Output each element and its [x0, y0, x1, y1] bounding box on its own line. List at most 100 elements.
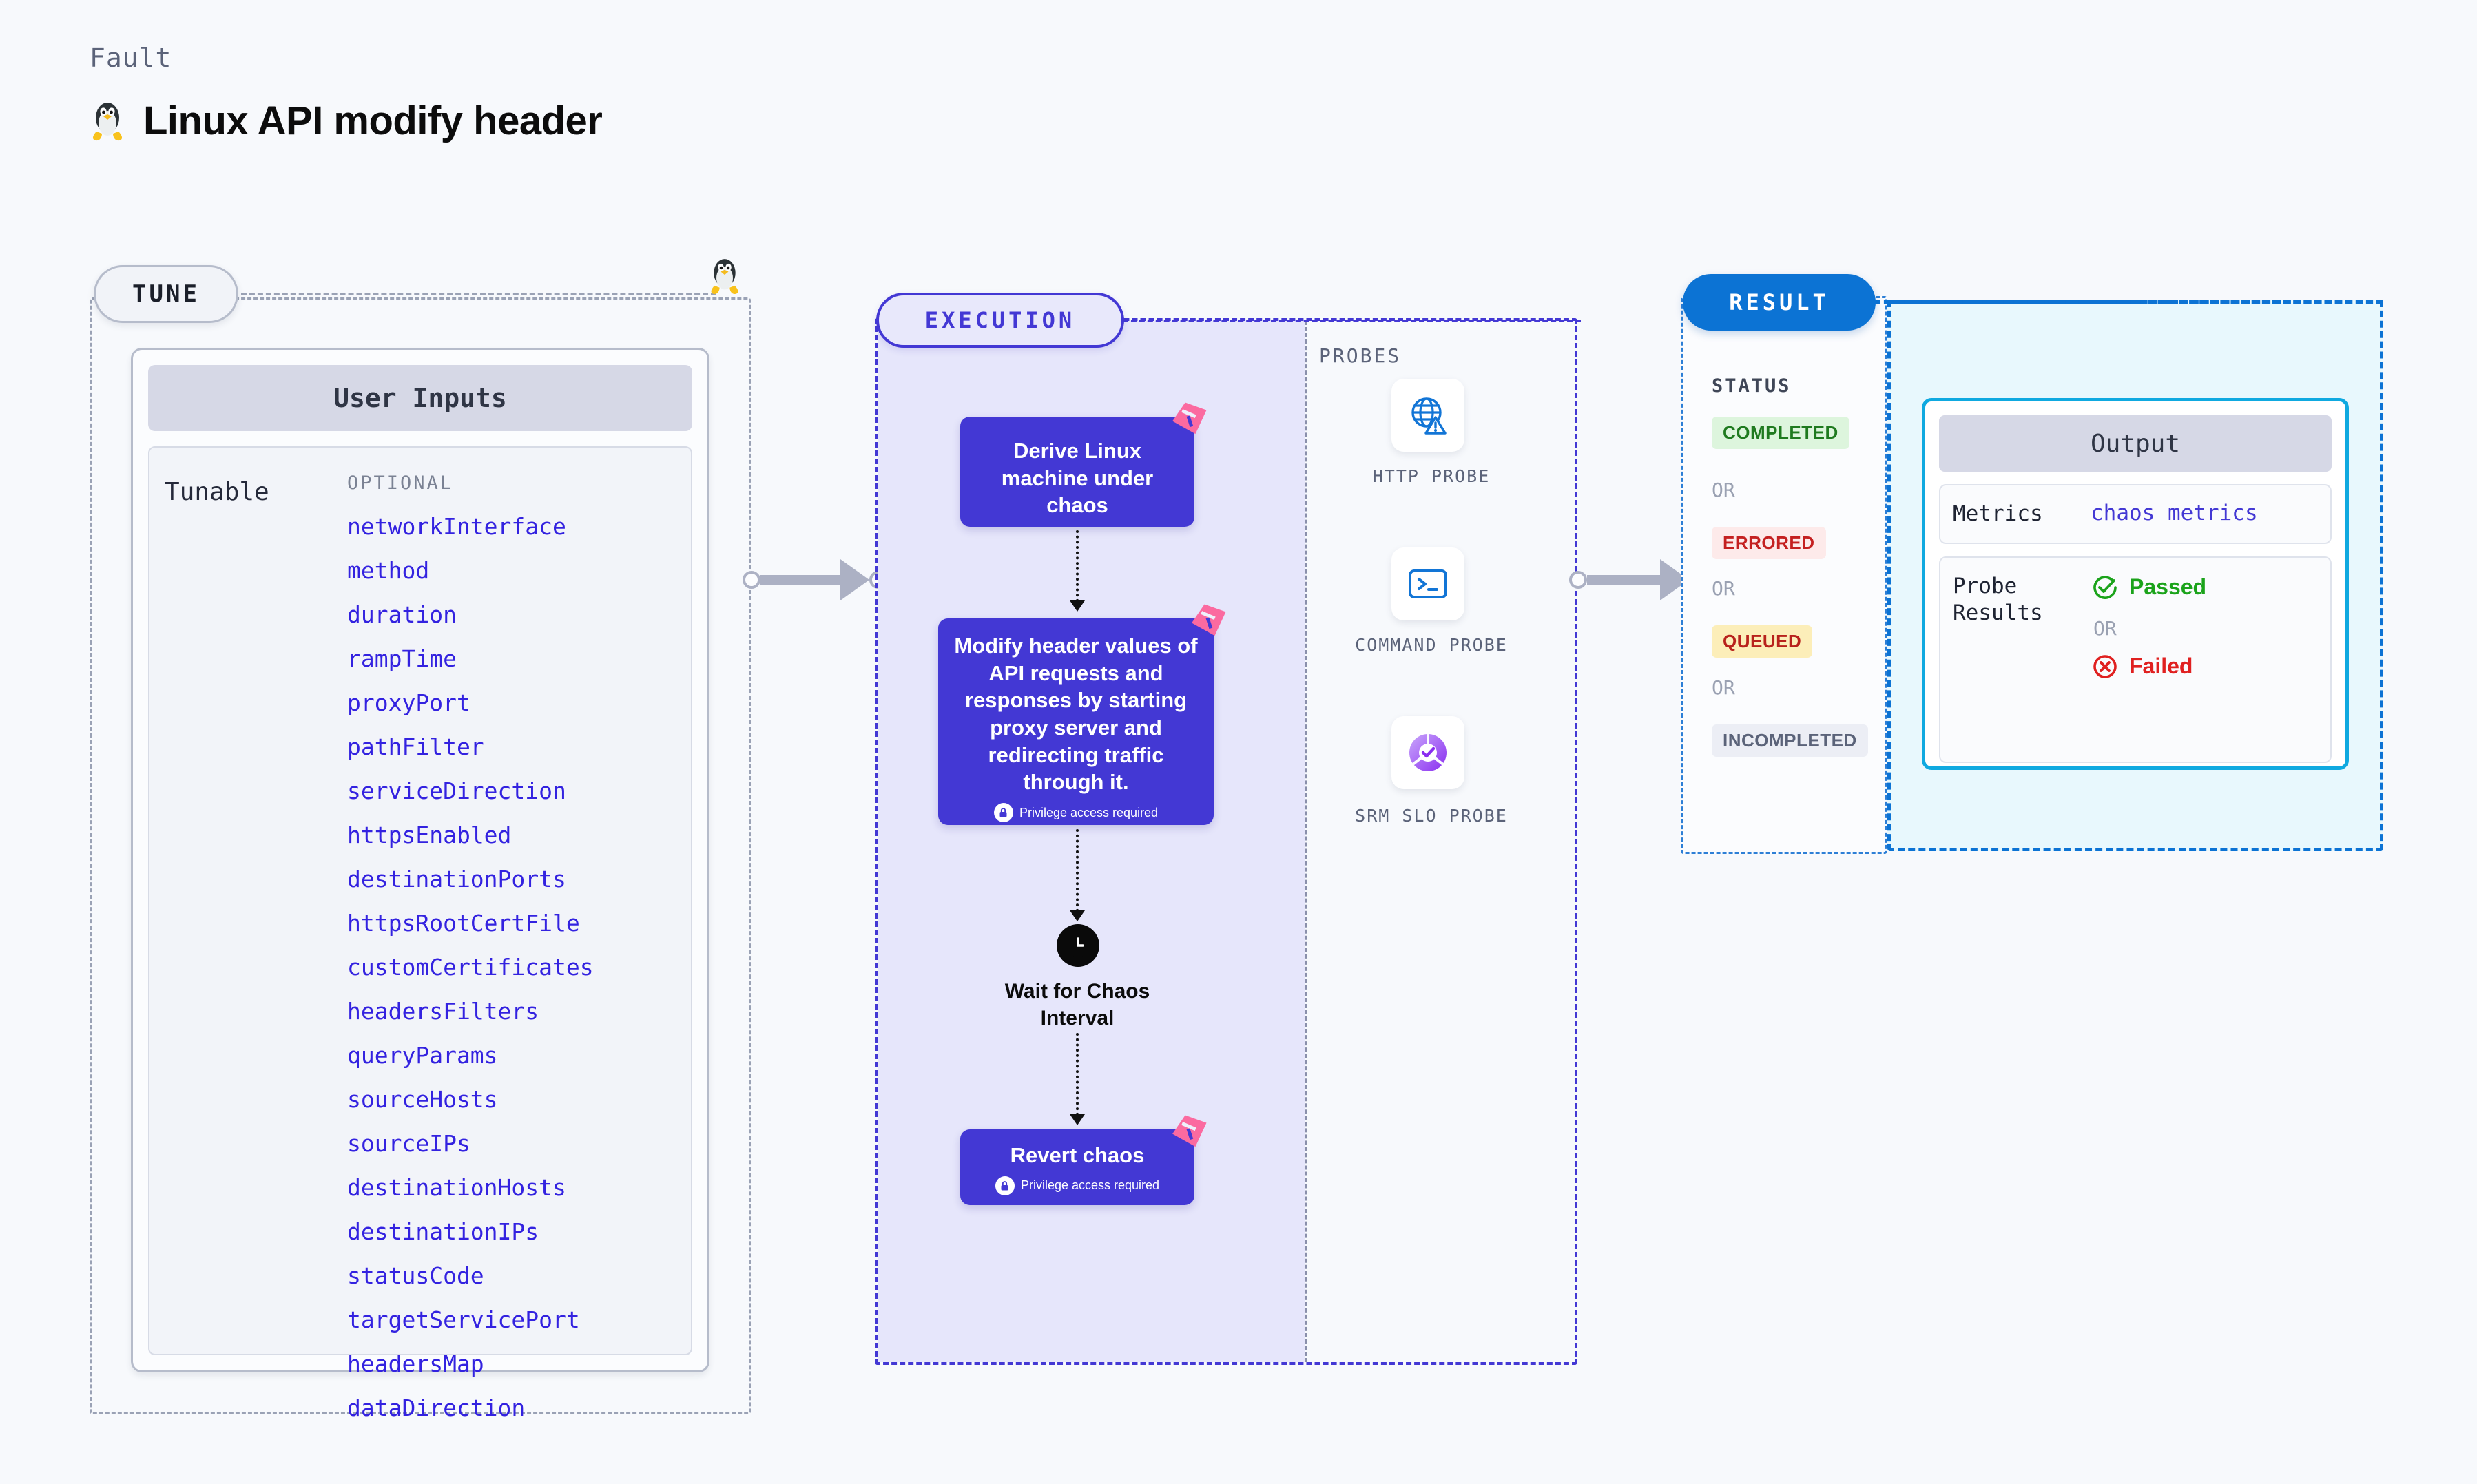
probe-result-failed: Failed	[2091, 652, 2206, 681]
x-circle-icon	[2093, 654, 2117, 678]
probe-results-label: Probe Results	[1953, 573, 2043, 625]
tune-panel	[90, 297, 751, 1414]
output-title: Output	[2090, 429, 2181, 458]
connector-bar	[1587, 575, 1661, 585]
connector-bar	[760, 575, 842, 585]
connector-start-node	[1569, 571, 1587, 589]
tunable-item[interactable]: serviceDirection	[347, 777, 566, 804]
tunable-item[interactable]: headersFilters	[347, 998, 539, 1025]
probe-http-tile[interactable]	[1391, 379, 1464, 452]
passed-label: Passed	[2129, 574, 2207, 600]
chaos-ribbon-icon	[1192, 604, 1226, 636]
step-revert-title: Revert chaos	[1010, 1143, 1145, 1167]
step-modify-title: Modify header values of API requests and…	[954, 634, 1198, 795]
step-wait-title: Wait for Chaos Interval	[1004, 980, 1150, 1030]
step-revert-privilege-text: Privilege access required	[1020, 1178, 1160, 1193]
linux-penguin-icon	[90, 100, 125, 143]
status-badge-queued: QUEUED	[1712, 625, 1813, 658]
tunable-values-list: OPTIONAL networkInterface method duratio…	[347, 472, 678, 1421]
result-panel	[1681, 296, 1887, 854]
step-derive-title: Derive Linux machine under chaos	[1001, 439, 1154, 518]
tunable-item[interactable]: statusCode	[347, 1262, 484, 1289]
status-or-1: OR	[1712, 479, 1735, 501]
arrow-modify-to-wait	[1076, 829, 1079, 912]
tunable-item[interactable]: queryParams	[347, 1042, 498, 1069]
chaos-ribbon-icon	[1172, 1115, 1207, 1147]
tunable-item[interactable]: httpsRootCertFile	[347, 910, 580, 937]
fault-eyebrow-label: Fault	[90, 43, 172, 73]
tunable-item[interactable]: customCertificates	[347, 954, 594, 981]
user-inputs-header: User Inputs	[148, 365, 692, 431]
tunable-item[interactable]: sourceIPs	[347, 1130, 470, 1157]
tunable-item[interactable]: destinationIPs	[347, 1218, 539, 1245]
tunable-item[interactable]: sourceHosts	[347, 1086, 498, 1113]
probe-result-passed: Passed	[2091, 573, 2206, 602]
lock-icon	[995, 1175, 1015, 1195]
page-header: Fault Linux API modify header	[90, 43, 603, 144]
failed-label: Failed	[2129, 654, 2193, 679]
output-probe-results-row: Probe Results Passed OR Failed	[1939, 556, 2332, 763]
output-card: Output Metrics chaos metrics Probe Resul…	[1922, 398, 2349, 770]
metrics-value[interactable]: chaos metrics	[2091, 501, 2258, 525]
step-revert-chaos[interactable]: Revert chaos Privilege access required	[960, 1115, 1207, 1205]
result-pill-label: RESULT	[1729, 289, 1830, 315]
connector-tune-to-execution	[743, 559, 887, 600]
execution-pill[interactable]: EXECUTION	[876, 293, 1124, 348]
tunable-item[interactable]: httpsEnabled	[347, 822, 512, 848]
terminal-icon	[1409, 569, 1447, 598]
tune-connector-line	[241, 293, 716, 295]
tunable-item[interactable]: rampTime	[347, 645, 457, 672]
tunable-item[interactable]: destinationHosts	[347, 1174, 566, 1201]
chaos-ribbon-icon	[1172, 402, 1207, 435]
probe-command-caption: COMMAND PROBE	[1355, 635, 1508, 655]
tunable-section: Tunable OPTIONAL networkInterface method…	[148, 446, 692, 1421]
probe-command-tile[interactable]	[1391, 547, 1464, 620]
arrowhead-modify-to-wait	[1070, 910, 1085, 921]
globe-warning-icon	[1411, 397, 1447, 435]
arrowhead-wait-to-revert	[1070, 1114, 1085, 1125]
status-or-2: OR	[1712, 577, 1735, 600]
page-title: Linux API modify header	[143, 98, 603, 143]
tunable-item[interactable]: method	[347, 557, 430, 584]
execution-pill-label: EXECUTION	[924, 307, 1076, 333]
clock-icon	[1057, 924, 1099, 967]
status-badge-completed: COMPLETED	[1712, 417, 1849, 449]
status-label: STATUS	[1712, 375, 1792, 397]
tunable-item[interactable]: proxyPort	[347, 689, 470, 716]
probe-srm-slo-caption: SRM SLO PROBE	[1355, 806, 1508, 826]
probe-http-caption: HTTP PROBE	[1372, 466, 1491, 486]
title-row: Linux API modify header	[90, 98, 603, 144]
tunable-item[interactable]: pathFilter	[347, 733, 484, 760]
output-metrics-row: Metrics chaos metrics	[1939, 484, 2332, 544]
tunable-item[interactable]: targetServicePort	[347, 1306, 580, 1333]
connector-start-node	[743, 571, 760, 589]
tunable-item[interactable]: headersMap	[347, 1350, 484, 1377]
probes-label: PROBES	[1319, 344, 1402, 367]
tune-pill[interactable]: TUNE	[94, 265, 238, 323]
step-modify-privilege-text: Privilege access required	[1019, 805, 1159, 819]
probe-srm-slo-tile[interactable]	[1391, 716, 1464, 789]
tunable-item[interactable]: networkInterface	[347, 513, 566, 540]
lock-icon	[993, 803, 1013, 823]
tunable-item[interactable]: destinationPorts	[347, 866, 566, 892]
optional-label: OPTIONAL	[347, 472, 454, 494]
tunable-item[interactable]: dataDirection	[347, 1394, 526, 1421]
connector-arrowhead	[840, 559, 869, 600]
probe-result-or: OR	[2093, 616, 2117, 640]
probes-divider	[1305, 321, 1307, 1362]
step-revert-privilege-row: Privilege access required	[970, 1175, 1185, 1195]
tunable-item[interactable]: duration	[347, 601, 457, 628]
step-derive-linux-machine[interactable]: Derive Linux machine under chaos	[960, 402, 1207, 527]
user-inputs-card: User Inputs Tunable OPTIONAL networkInte…	[131, 348, 709, 1421]
check-circle-icon	[2093, 576, 2117, 599]
status-or-3: OR	[1712, 676, 1735, 699]
step-modify-privilege-row: Privilege access required	[948, 803, 1204, 823]
result-pill[interactable]: RESULT	[1683, 274, 1876, 331]
tune-pill-label: TUNE	[132, 280, 200, 308]
arrow-wait-to-revert	[1076, 1033, 1079, 1116]
slo-donut-check-icon	[1409, 734, 1447, 771]
status-badge-incompleted: INCOMPLETED	[1712, 724, 1868, 757]
arrowhead-derive-to-modify	[1070, 600, 1085, 612]
step-modify-header-values[interactable]: Modify header values of API requests and…	[938, 604, 1226, 825]
metrics-label: Metrics	[1953, 501, 2043, 526]
